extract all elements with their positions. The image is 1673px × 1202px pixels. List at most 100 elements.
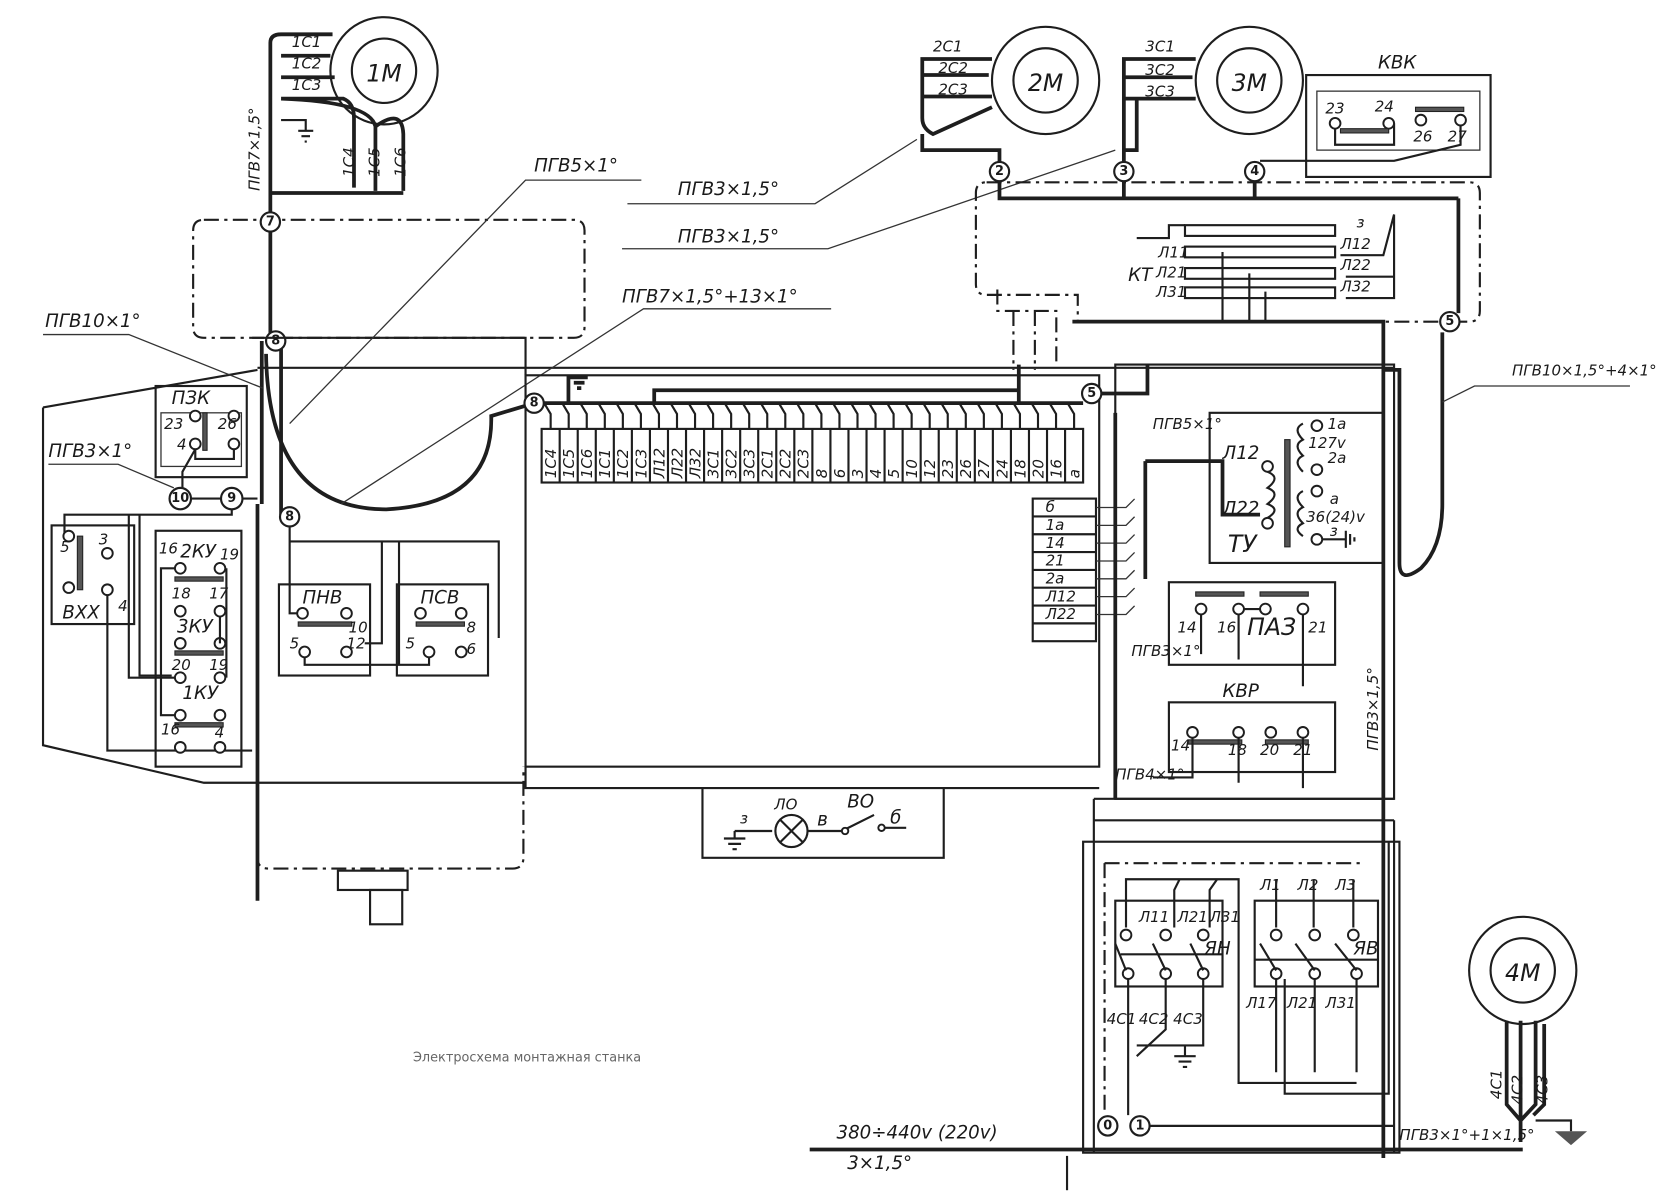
psv-term-6: 6 <box>467 640 477 658</box>
lead-1c4: 1С4 <box>340 147 358 177</box>
kt-thermal-relay: КТ Л11 Л21 Л31 з Л12 Л22 Л32 <box>1128 213 1396 322</box>
pnv-term-5: 5 <box>290 635 300 653</box>
terminal-5: 1С2 <box>614 449 632 479</box>
side-terminal-7: Л22 <box>1045 605 1076 623</box>
terminal-17: 6 <box>831 469 849 479</box>
yan-l31: Л31 <box>1209 908 1240 926</box>
yav-l21: Л21 <box>1286 994 1317 1012</box>
terminal-20: 5 <box>885 469 903 479</box>
lead-2c2: 2С2 <box>938 59 968 77</box>
lead-2c3: 2С3 <box>938 80 968 98</box>
pzk-term-26: 26 <box>218 415 237 433</box>
node-10: 10 <box>171 491 189 506</box>
terminal-3: 1С6 <box>578 449 596 479</box>
cable-arc <box>264 353 535 512</box>
kt-l11: Л11 <box>1157 243 1188 261</box>
terminal-4: 1С1 <box>596 449 614 479</box>
paz-title: ПАЗ <box>1247 613 1296 641</box>
lamp-label: ЛО <box>773 796 797 814</box>
psv-title: ПСВ <box>420 588 459 609</box>
cable-label-3x1-left: ПГВ3×1° <box>48 441 132 462</box>
node-0: 0 <box>1103 1118 1112 1133</box>
ku1-term-16: 16 <box>161 720 180 738</box>
shaft-flange <box>336 869 409 892</box>
ku2-term-19: 19 <box>220 546 239 564</box>
diagram-caption: Электросхема монтажная станка <box>413 1051 641 1066</box>
yav-l17: Л17 <box>1245 994 1277 1012</box>
upper-right-enclosure <box>974 181 1481 323</box>
lead-1c1: 1С1 <box>292 33 322 51</box>
node-9: 9 <box>227 491 236 506</box>
node-5-center: 5 <box>1087 386 1096 401</box>
cable-label-main: ПГВ7×1,5°+13×1° <box>622 286 798 307</box>
terminal-29: 16 <box>1047 459 1065 478</box>
yav-title: ЯВ <box>1352 938 1378 959</box>
cable-label-right: ПГВ10×1,5°+4×1° <box>1512 361 1657 379</box>
terminal-21: 10 <box>903 459 921 478</box>
tu-127v: 127v <box>1308 434 1347 452</box>
motor-base-enclosure <box>256 766 525 870</box>
kvr-term-18: 18 <box>1228 741 1247 759</box>
side-terminal-1: б <box>1046 498 1055 516</box>
tu-term-1a: 1а <box>1328 415 1347 433</box>
vxx-term-3: 3 <box>99 531 109 549</box>
ku3-term-20: 20 <box>172 656 191 674</box>
left-cabinet-outline <box>41 336 1395 784</box>
lead-2c1: 2С1 <box>933 37 963 55</box>
terminal-26: 24 <box>993 459 1011 478</box>
paz-switch: 14 16 21 ПАЗ ПГВ3×1° <box>1131 581 1337 687</box>
tu-36v: 36(24)v <box>1306 508 1366 526</box>
kt-z: з <box>1357 213 1365 231</box>
motor-3m: 3М 3С1 3С2 3С3 <box>1121 25 1305 163</box>
tu-term-l22: Л22 <box>1222 499 1260 520</box>
kvk-term-27: 27 <box>1448 128 1468 146</box>
node-8-lower: 8 <box>285 509 294 524</box>
pzk-term-4: 4 <box>177 435 187 453</box>
paz-term-14: 14 <box>1177 619 1196 637</box>
vxx-term-4: 4 <box>118 597 128 615</box>
terminal-18: 3 <box>849 469 867 479</box>
lead-1c5: 1С5 <box>366 147 384 177</box>
cable-label-paz: ПГВ3×1° <box>1131 642 1200 660</box>
ku2-title: 2КУ <box>180 542 218 563</box>
side-terminal-6: Л12 <box>1045 587 1076 605</box>
terminal-28: 20 <box>1029 459 1047 478</box>
pnv-switch: ПНВ 10 5 12 <box>277 583 431 677</box>
strip-harness <box>543 375 1084 406</box>
terminal-27: 18 <box>1011 459 1029 478</box>
tu-term-a: а <box>1330 490 1339 508</box>
kvr-term-20: 20 <box>1260 741 1279 759</box>
node-7: 7 <box>266 214 275 229</box>
lamp-ground-label: з <box>740 809 748 827</box>
yan-4c1: 4С1 <box>1107 1010 1137 1028</box>
lead-3c3: 3С3 <box>1145 83 1175 101</box>
ku-buttons: 2КУ 16 19 18 17 3КУ 20 19 1КУ 16 4 <box>127 514 243 768</box>
motor-1m: 1М 1С1 1С2 1С3 1С4 1С5 1С6 ПГВ7×1,5° <box>246 16 439 222</box>
yav-l31: Л31 <box>1324 994 1355 1012</box>
kvk-term-24: 24 <box>1375 98 1394 116</box>
kvk-term-23: 23 <box>1325 100 1344 118</box>
cable-label-m3: ПГВ3×1,5° <box>678 226 779 247</box>
kvk-title: КВК <box>1378 53 1417 74</box>
psv-term-8: 8 <box>467 619 477 637</box>
motor-4m-label: 4М <box>1505 959 1540 987</box>
motor-3m-label: 3М <box>1232 69 1267 97</box>
paz-term-21: 21 <box>1308 619 1327 637</box>
pzk-title: ПЗК <box>172 388 211 409</box>
cable-label-10x1: ПГВ10×1° <box>45 311 141 332</box>
central-panel <box>524 374 1101 768</box>
terminal-7: Л12 <box>650 448 668 479</box>
side-terminal-4: 21 <box>1046 552 1065 570</box>
cable-label-m1: ПГВ7×1,5° <box>246 107 264 190</box>
node-5-right: 5 <box>1445 314 1454 329</box>
node-4: 4 <box>1250 164 1259 179</box>
node-1: 1 <box>1135 1118 1144 1133</box>
node-3: 3 <box>1119 164 1128 179</box>
cable-label-kvr: ПГВ4×1° <box>1115 766 1184 784</box>
terminal-13: 2С1 <box>759 449 777 479</box>
terminal-30: а <box>1065 469 1083 478</box>
yav-l2: Л2 <box>1297 876 1319 894</box>
kt-l22: Л22 <box>1339 256 1370 274</box>
terminal-9: Л32 <box>686 448 704 479</box>
